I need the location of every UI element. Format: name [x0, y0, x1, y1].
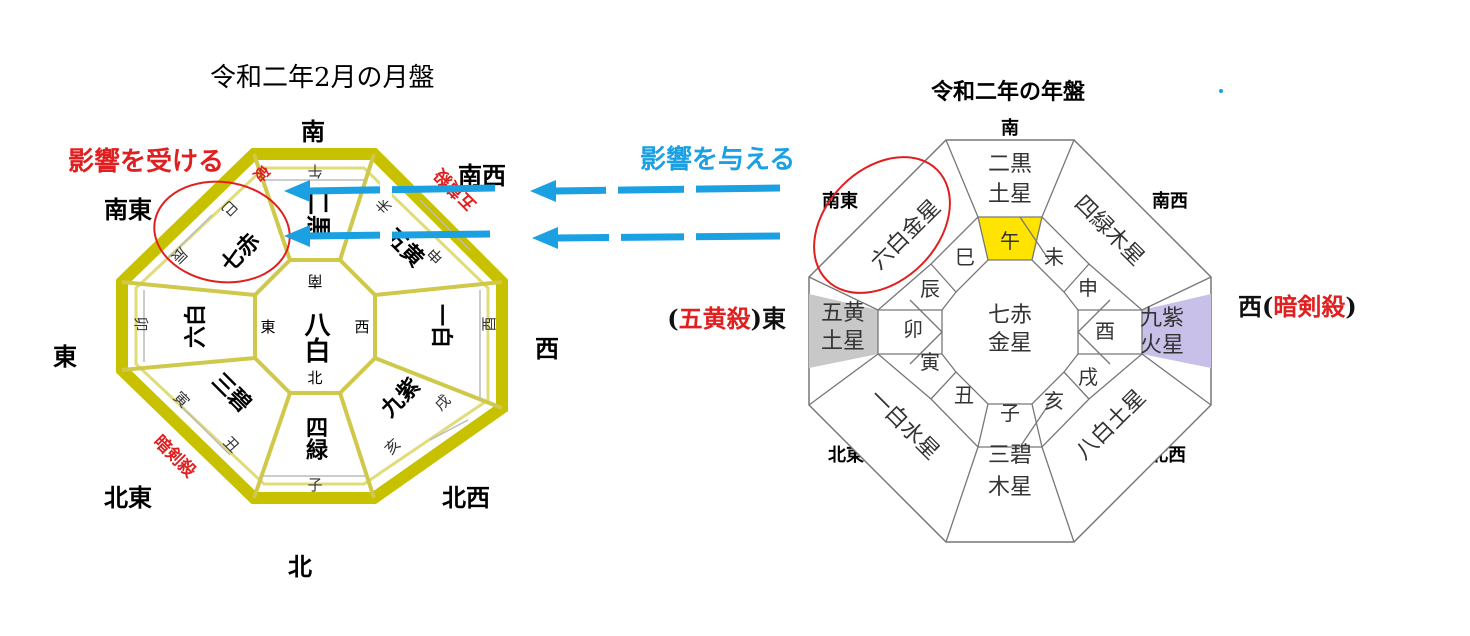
left-branch-tori: 酉 [480, 316, 498, 331]
arrow-head-1 [530, 180, 556, 202]
right-center-star-1: 七赤 [988, 303, 1032, 328]
left-star-west: 一白 [428, 304, 454, 348]
left-dir-west: 西 [535, 335, 559, 363]
right-branch-ushi: 丑 [954, 383, 974, 407]
left-dir-east: 東 [53, 343, 77, 371]
left-spokes [121, 153, 503, 499]
right-center-star-2: 金星 [988, 331, 1032, 356]
right-branch-uma: 午 [1000, 229, 1020, 253]
left-highlight-ellipse [153, 180, 291, 284]
right-branch-tori: 酉 [1095, 319, 1115, 343]
right-star-north-2: 木星 [988, 475, 1032, 500]
right-dir-west: 西(暗剣殺) [1238, 292, 1357, 321]
left-monthly-board: 令和二年2月の月盤 南 南西 西 北西 北 北東 東 南東 [53, 63, 559, 581]
right-star-south-2: 土星 [988, 182, 1032, 207]
arrow-head-2 [532, 227, 558, 249]
left-octagon-inner-frame [134, 166, 490, 486]
right-spokes [808, 139, 1212, 543]
right-branch-i: 亥 [1044, 389, 1064, 413]
right-dir-south: 南 [1001, 117, 1019, 139]
right-star-west-2: 火星 [1140, 333, 1184, 358]
right-star-north-1: 三碧 [988, 443, 1032, 468]
right-star-east-1: 五黄 [821, 301, 865, 326]
right-west-shade [1142, 294, 1211, 368]
right-board-title: 令和二年の年盤 [931, 79, 1086, 105]
right-branch-inu: 戌 [1078, 365, 1098, 389]
right-branch-ne: 子 [1000, 401, 1020, 425]
left-inner-east: 東 [260, 318, 275, 336]
left-dir-southeast: 南東 [104, 196, 152, 224]
arrow-head-4 [284, 225, 310, 247]
right-branch-mi: 巳 [955, 245, 975, 269]
influence-arrows: 影響を与える [284, 144, 795, 249]
right-branch-tatsu: 辰 [920, 277, 940, 301]
left-center-star: 八白 [300, 311, 330, 363]
arrow-head-3 [284, 180, 310, 202]
stray-dot [1219, 89, 1223, 93]
right-star-east-2: 土星 [821, 329, 865, 354]
left-branch-uma: 午 [307, 162, 322, 180]
left-branch-ne: 子 [307, 476, 322, 494]
right-uma-shade [978, 217, 1042, 260]
left-inner-west: 西 [354, 318, 369, 336]
left-dir-south: 南 [301, 118, 325, 146]
left-dir-north: 北 [288, 553, 312, 581]
left-octagon: 八白 南 西 北 東 二黒 五黄 一白 九紫 四緑 三碧 六白 七赤 午 未 申… [116, 148, 508, 504]
right-east-shade [809, 294, 878, 368]
right-dir-southeast: 南東 [822, 190, 858, 212]
right-yearly-board: 令和二年の年盤 南 南西 北西 北 北東 南東 (五黄殺)東 西(暗剣殺) [667, 79, 1357, 543]
left-inner-north: 北 [307, 369, 322, 387]
left-branch-ring [143, 179, 481, 477]
left-inner-south: 南 [307, 272, 322, 290]
right-highlight-ellipse [813, 156, 951, 294]
right-branch-u: 卯 [903, 317, 923, 341]
left-star-north: 四緑 [302, 416, 328, 460]
left-star-east: 六白 [183, 304, 209, 348]
left-board-title: 令和二年2月の月盤 [210, 63, 435, 93]
right-star-west-1: 九紫 [1140, 306, 1184, 331]
left-branch-u: 卯 [132, 316, 150, 331]
give-effect-label: 影響を与える [640, 144, 795, 175]
right-dir-southwest: 南西 [1152, 190, 1188, 212]
right-branch-tora: 寅 [920, 350, 940, 374]
left-dir-northwest: 北西 [442, 484, 490, 512]
left-dir-northeast: 北東 [104, 484, 152, 512]
right-branch-hitsuji: 未 [1044, 245, 1064, 269]
right-star-south-1: 二黒 [988, 152, 1032, 177]
right-dir-east: (五黄殺)東 [667, 304, 786, 333]
right-branch-saru: 申 [1078, 276, 1098, 300]
receive-effect-label: 影響を受ける [68, 146, 224, 177]
